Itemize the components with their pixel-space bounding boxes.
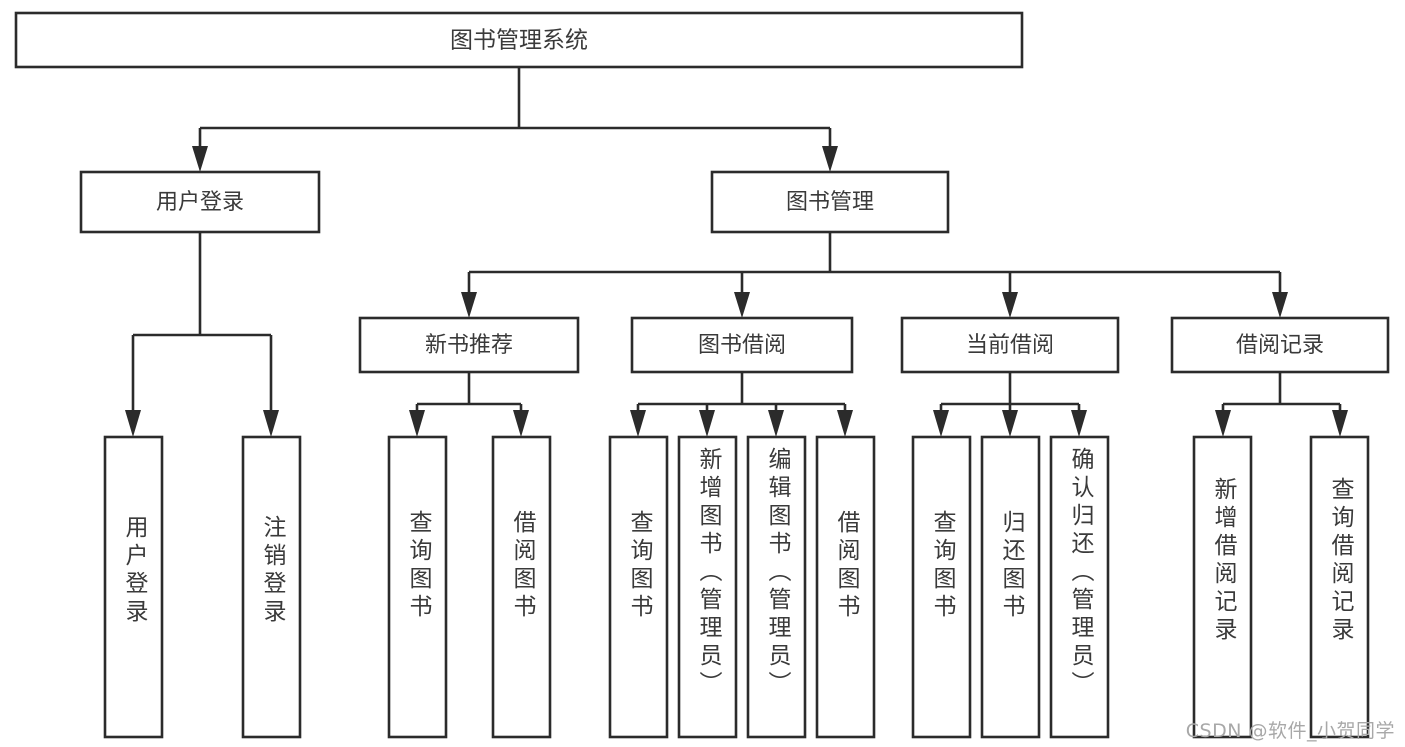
node-new-book-recommend[interactable]: 新书推荐 <box>358 316 580 374</box>
arrow-head-icon <box>1002 292 1018 318</box>
node-borrow-record[interactable]: 借阅记录 <box>1170 316 1390 374</box>
arrow-head-icon <box>461 292 477 318</box>
leaf-box-add-book-admin[interactable] <box>677 435 738 739</box>
node-current-borrow[interactable]: 当前借阅 <box>900 316 1120 374</box>
arrow-head-icon <box>1071 410 1087 437</box>
connector-book-manage-to-level3 <box>461 232 1288 318</box>
arrow-head-icon <box>125 410 141 437</box>
node-current-borrow-label: 当前借阅 <box>966 333 1054 358</box>
arrow-head-icon <box>768 410 784 437</box>
connector-book-borrow-to-leaves <box>630 372 853 437</box>
node-book-management-label: 图书管理 <box>786 190 874 215</box>
arrow-head-icon <box>837 410 853 437</box>
leaf-box-borrow-book-2[interactable] <box>815 435 876 739</box>
arrow-head-icon <box>1332 410 1348 437</box>
connector-new-book-to-leaves <box>409 372 529 437</box>
leaf-box-query-book-3[interactable] <box>911 435 972 739</box>
connector-borrow-record-to-leaves <box>1215 372 1348 437</box>
connector-user-login-to-leaves <box>125 232 279 437</box>
node-book-management[interactable]: 图书管理 <box>710 170 950 234</box>
arrow-head-icon <box>1272 292 1288 318</box>
leaf-box-return-book[interactable] <box>980 435 1041 739</box>
arrow-head-icon <box>192 146 208 172</box>
arrow-head-icon <box>1002 410 1018 437</box>
node-user-login-label: 用户登录 <box>156 190 244 215</box>
connector-root-to-level2 <box>192 67 838 172</box>
node-book-borrow-label: 图书借阅 <box>698 333 786 358</box>
arrow-head-icon <box>263 410 279 437</box>
arrow-head-icon <box>734 292 750 318</box>
arrow-head-icon <box>630 410 646 437</box>
leaf-box-borrow-book-1[interactable] <box>491 435 552 739</box>
leaf-box-query-book-2[interactable] <box>608 435 669 739</box>
connector-current-borrow-to-leaves <box>933 372 1087 437</box>
leaf-box-user-login[interactable] <box>103 435 164 739</box>
node-new-book-recommend-label: 新书推荐 <box>425 333 513 358</box>
arrow-head-icon <box>513 410 529 437</box>
node-root-label: 图书管理系统 <box>450 28 588 54</box>
leaf-box-query-borrow-record[interactable] <box>1309 435 1370 739</box>
leaf-box-confirm-return-admin[interactable] <box>1049 435 1110 739</box>
arrow-head-icon <box>822 146 838 172</box>
node-user-login[interactable]: 用户登录 <box>79 170 321 234</box>
arrow-head-icon <box>1215 410 1231 437</box>
leaf-box-logout[interactable] <box>241 435 302 739</box>
leaf-box-edit-book-admin[interactable] <box>746 435 807 739</box>
node-borrow-record-label: 借阅记录 <box>1236 333 1324 358</box>
arrow-head-icon <box>933 410 949 437</box>
arrow-head-icon <box>409 410 425 437</box>
arrow-head-icon <box>699 410 715 437</box>
node-root-book-management-system[interactable]: 图书管理系统 <box>14 11 1024 69</box>
leaf-box-query-book-1[interactable] <box>387 435 448 739</box>
node-book-borrow[interactable]: 图书借阅 <box>630 316 854 374</box>
leaf-box-add-borrow-record[interactable] <box>1192 435 1253 739</box>
